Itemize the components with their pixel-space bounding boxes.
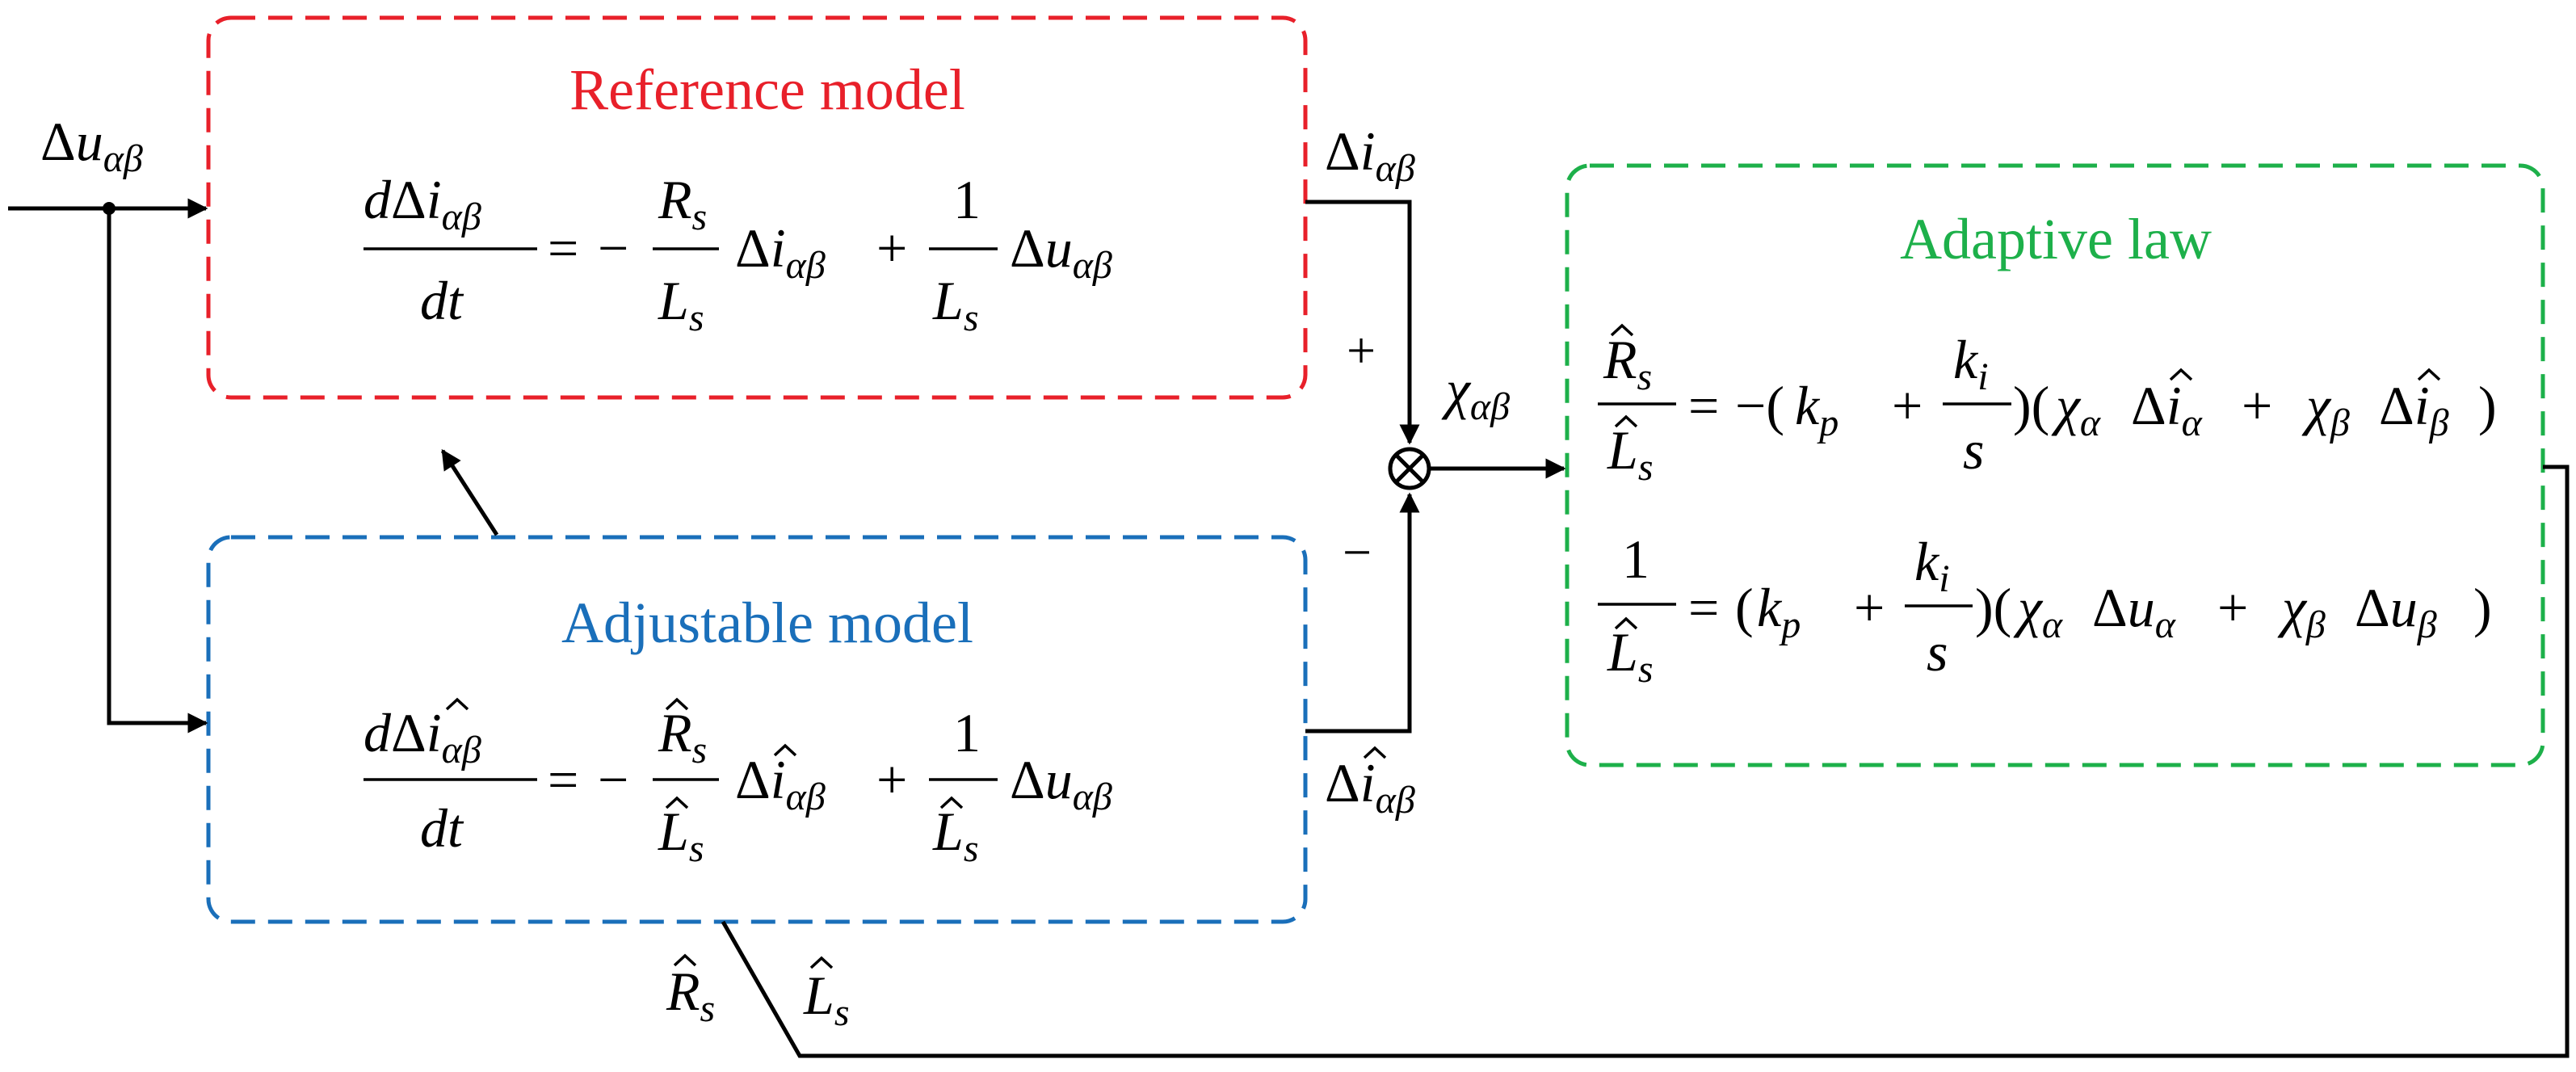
svg-text:Rs: Rs bbox=[658, 169, 707, 238]
adjustable-model-title: Adjustable model bbox=[561, 591, 973, 655]
svg-text:Δiαβ: Δiαβ bbox=[735, 217, 826, 287]
adjustable-model-box bbox=[206, 535, 1308, 924]
summing-junction bbox=[1388, 447, 1431, 490]
svg-text:Ls: Ls bbox=[658, 801, 704, 870]
svg-text:Ls: Ls bbox=[658, 270, 704, 339]
reference-output-label: Δiαβ bbox=[1325, 120, 1415, 190]
adaptive-law-equation-1: Rs Ls = −( kp + ki s )( χα Δiα + χβ Δiβ … bbox=[1598, 324, 2497, 489]
svg-text:ki: ki bbox=[1914, 531, 1950, 600]
input-signal-label: Δuαβ bbox=[40, 111, 143, 180]
svg-text:Δiαβ: Δiαβ bbox=[1325, 752, 1415, 822]
svg-text:=: = bbox=[548, 749, 578, 810]
svg-text:Ls: Ls bbox=[1607, 419, 1654, 489]
plus-sign: + bbox=[1347, 322, 1376, 379]
svg-text:Ls: Ls bbox=[932, 270, 979, 339]
adjustable-output-line bbox=[1305, 492, 1420, 734]
adaptive-law-equation-2: 1 Ls = ( kp + ki s )( χα Δuα + χβ Δuβ ) bbox=[1598, 528, 2492, 691]
model-link-arrow bbox=[440, 448, 499, 536]
svg-text:s: s bbox=[1927, 621, 1948, 683]
svg-text:−: − bbox=[598, 749, 628, 810]
svg-text:dΔiαβ: dΔiαβ bbox=[363, 169, 481, 238]
svg-text:+: + bbox=[876, 749, 907, 810]
minus-sign: − bbox=[1343, 523, 1372, 581]
svg-text:Ls: Ls bbox=[932, 801, 979, 870]
adjustable-output-label: Δiαβ bbox=[1325, 746, 1415, 822]
svg-text:Rs: Rs bbox=[658, 702, 707, 771]
svg-text:Rs: Rs bbox=[666, 961, 715, 1030]
svg-text:): ) bbox=[2473, 577, 2492, 638]
reference-output-line bbox=[1305, 200, 1420, 445]
svg-text:+: + bbox=[876, 217, 907, 279]
svg-text:)(: )( bbox=[2013, 375, 2049, 436]
svg-text:Δiβ: Δiβ bbox=[2379, 375, 2449, 444]
svg-text:χβ: χβ bbox=[2301, 375, 2350, 444]
svg-text:Δiα: Δiα bbox=[2131, 375, 2203, 444]
svg-text:dt: dt bbox=[420, 270, 464, 331]
svg-text:Δuα: Δuα bbox=[2092, 577, 2176, 646]
svg-text:+: + bbox=[1892, 375, 1923, 436]
svg-text:+: + bbox=[2217, 577, 2248, 638]
svg-text:kp: kp bbox=[1757, 577, 1801, 646]
adaptive-law-title: Adaptive law bbox=[1900, 207, 2212, 271]
input-branch-line bbox=[107, 208, 208, 734]
svg-text:+: + bbox=[1854, 577, 1885, 638]
svg-text:χα: χα bbox=[2013, 577, 2063, 646]
svg-text:1: 1 bbox=[953, 702, 981, 763]
svg-text:1: 1 bbox=[953, 169, 981, 230]
svg-text:=: = bbox=[548, 217, 578, 279]
feedback-line bbox=[721, 465, 2570, 1058]
svg-text:χα: χα bbox=[2051, 375, 2101, 444]
svg-text:): ) bbox=[2478, 375, 2497, 436]
svg-text:(: ( bbox=[1735, 577, 1754, 638]
svg-text:dΔiαβ: dΔiαβ bbox=[363, 702, 481, 771]
svg-text:=: = bbox=[1688, 577, 1719, 638]
reference-model-equation: dΔiαβ dt = − Rs Ls Δiαβ + 1 Ls Δuαβ bbox=[363, 169, 1112, 339]
svg-text:Δiαβ: Δiαβ bbox=[735, 749, 826, 818]
svg-text:Δuαβ: Δuαβ bbox=[1010, 217, 1112, 287]
svg-text:−(: −( bbox=[1735, 375, 1784, 436]
ls-estimate-label: Ls bbox=[803, 956, 850, 1034]
svg-text:dt: dt bbox=[420, 797, 464, 859]
svg-text:=: = bbox=[1688, 375, 1719, 436]
svg-text:χβ: χβ bbox=[2277, 577, 2326, 646]
svg-text:1: 1 bbox=[1622, 528, 1649, 590]
error-signal-label: χαβ bbox=[1441, 359, 1510, 428]
svg-text:Δuαβ: Δuαβ bbox=[1010, 749, 1112, 818]
svg-text:Δuβ: Δuβ bbox=[2355, 577, 2437, 646]
adjustable-model-equation: dΔiαβ dt = − Rs Ls Δiαβ + 1 Ls Δuαβ bbox=[363, 698, 1112, 870]
svg-text:kp: kp bbox=[1795, 375, 1838, 444]
svg-text:Ls: Ls bbox=[803, 965, 850, 1034]
svg-text:s: s bbox=[1963, 419, 1984, 481]
svg-text:)(: )( bbox=[1975, 577, 2011, 638]
svg-text:−: − bbox=[598, 217, 628, 279]
svg-text:Ls: Ls bbox=[1607, 621, 1654, 691]
reference-model-box bbox=[206, 15, 1308, 400]
rs-estimate-label: Rs bbox=[666, 954, 715, 1030]
svg-text:ki: ki bbox=[1953, 329, 1989, 398]
svg-text:Rs: Rs bbox=[1603, 329, 1652, 398]
svg-text:+: + bbox=[2242, 375, 2272, 436]
reference-model-title: Reference model bbox=[569, 57, 965, 122]
